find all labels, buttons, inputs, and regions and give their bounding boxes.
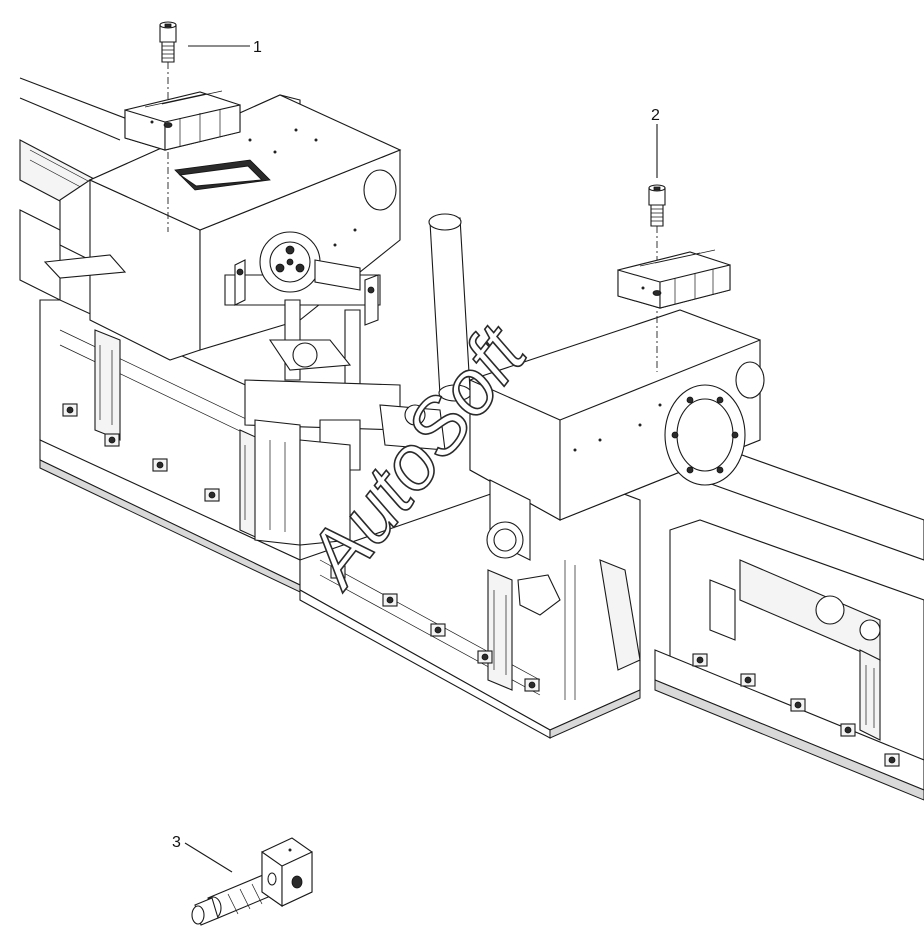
right-carriage-assembly bbox=[654, 519, 924, 801]
flange-and-shaft bbox=[664, 384, 924, 561]
part-3-threaded-stud bbox=[191, 837, 313, 926]
guide-shaft bbox=[428, 213, 472, 402]
callout-2-label: 2 bbox=[651, 107, 660, 124]
part-1-cap-screw bbox=[159, 21, 177, 63]
callout-1-label: 1 bbox=[253, 39, 262, 56]
center-carriage-base bbox=[299, 469, 641, 739]
part-2-cap-screw bbox=[648, 184, 666, 227]
callout-3-label: 3 bbox=[172, 834, 181, 851]
callout-3-leader bbox=[184, 842, 233, 873]
part-1-spacer-block bbox=[124, 90, 241, 151]
part-2-spacer-block bbox=[617, 249, 731, 309]
drive-roller-assembly bbox=[224, 231, 446, 546]
